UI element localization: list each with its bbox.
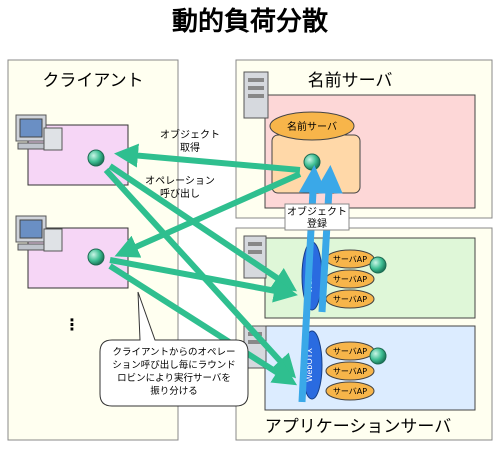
server-ap-upper-1-label: サーバAP — [333, 255, 367, 264]
server-ap-lower-2 — [325, 361, 375, 381]
object-get-arrow-client-1 — [114, 143, 301, 173]
object-register-label-line1: オブジェクト — [287, 205, 347, 218]
app-upper-object-ball — [369, 256, 387, 274]
client-1 — [15, 114, 129, 186]
server-ap-upper-3-label: サーバAP — [333, 295, 367, 304]
computer-icon — [15, 114, 63, 151]
operation-arrow-c1-lower — [103, 167, 297, 379]
name-server-panel-title: 名前サーバ — [308, 71, 393, 91]
register-arrow-upper — [314, 165, 343, 313]
operation-arrow-c2-lower — [108, 263, 298, 386]
server-ap-lower-3 — [325, 381, 375, 401]
app-server-panel-title: アプリケーションサーバ — [265, 417, 452, 437]
operation-call-label-line1: オペレーション — [145, 175, 215, 187]
object-register-label-box — [284, 203, 350, 231]
object-get-label-line1: オブジェクト — [160, 128, 220, 141]
name-server-oval-label: 名前サーバ — [287, 120, 337, 133]
object-get-arrow-client-2 — [114, 171, 302, 258]
server-ap-lower-2-label: サーバAP — [333, 367, 367, 376]
computer-icon — [15, 215, 63, 252]
client-2-object-ball — [87, 248, 105, 266]
app-lower-object-ball — [369, 347, 387, 365]
callout-line-2: ション呼び出し毎にラウンド — [112, 359, 236, 371]
client-panel-title: クライアント — [42, 71, 143, 91]
object-get-label-line2: 取得 — [180, 142, 200, 154]
callout-line-4: 振り分ける — [150, 385, 198, 397]
operation-arrow-c1-upper — [108, 163, 297, 292]
operation-arrow-c2-upper — [109, 257, 298, 303]
name-server-object-ball — [303, 153, 321, 171]
page-title: 動的負荷分散 — [172, 6, 328, 37]
name-server-oval — [269, 111, 355, 141]
callout-line-3: ロビンにより実行サーバを — [117, 372, 231, 384]
operation-call-label-line2: 呼び出し — [160, 187, 200, 200]
object-register-label-line2: 登録 — [307, 217, 327, 230]
server-ap-lower-3-label: サーバAP — [333, 387, 367, 396]
client-1-object-ball — [87, 149, 105, 167]
callout-line-1: クライアントからのオペレー — [112, 347, 235, 358]
callout-bubble — [99, 291, 249, 407]
webotx-lower-label: WebOTX — [305, 347, 314, 382]
more-clients-ellipsis: ⋮ — [64, 315, 80, 334]
server-ap-lower-1-label: サーバAP — [333, 347, 367, 356]
server-tower-icon — [243, 71, 269, 119]
server-ap-upper-2-label: サーバAP — [333, 275, 367, 284]
